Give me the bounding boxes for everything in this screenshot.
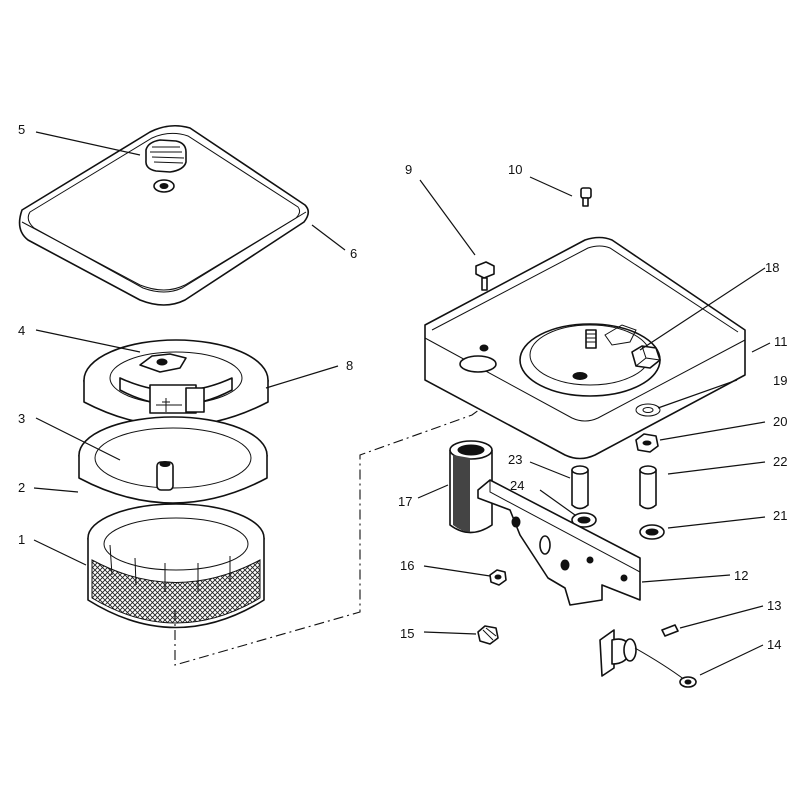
- callout-6: 6: [350, 246, 357, 261]
- part-hose-23: [571, 465, 589, 510]
- part-nut-15: [477, 625, 499, 645]
- part-tube: [449, 440, 493, 534]
- callout-22: 22: [773, 454, 787, 469]
- part-nut-16: [489, 569, 507, 586]
- callout-8: 8: [346, 358, 353, 373]
- callout-16: 16: [400, 558, 414, 573]
- callout-14: 14: [767, 637, 781, 652]
- callout-5: 5: [18, 122, 25, 137]
- callout-labels: 5 6 4 8 3 2 1 9 10 18 11 19 20 22 21 23 …: [18, 122, 788, 652]
- part-capnut: [585, 329, 661, 369]
- callout-9: 9: [405, 162, 412, 177]
- callout-3: 3: [18, 411, 25, 426]
- part-precleaner: [83, 339, 269, 427]
- callout-11: 11: [774, 334, 788, 349]
- part-nut: [156, 461, 174, 491]
- part-cover: [18, 124, 310, 306]
- callout-23: 23: [508, 452, 522, 467]
- callout-10: 10: [508, 162, 522, 177]
- callout-12: 12: [734, 568, 748, 583]
- callout-17: 17: [398, 494, 412, 509]
- callout-2: 2: [18, 480, 25, 495]
- part-clamp-21: [639, 524, 665, 540]
- callout-1: 1: [18, 532, 25, 547]
- callout-13: 13: [767, 598, 781, 613]
- callout-21: 21: [773, 508, 787, 523]
- part-washer: [635, 403, 661, 417]
- callout-19: 19: [773, 373, 787, 388]
- part-screw-9: [475, 261, 495, 291]
- part-screw-10: [580, 187, 592, 207]
- leader-lines: [33, 131, 771, 676]
- callout-15: 15: [400, 626, 414, 641]
- callout-24: 24: [510, 478, 524, 493]
- part-clamp-24: [571, 512, 597, 528]
- part-filter: [87, 503, 265, 629]
- part-indicator: [599, 624, 697, 688]
- callout-18: 18: [765, 260, 779, 275]
- callout-4: 4: [18, 323, 25, 338]
- part-base: [424, 236, 746, 460]
- part-hose-22: [639, 465, 657, 510]
- part-wingnut: [139, 353, 187, 373]
- part-bracket: [477, 479, 641, 606]
- callout-20: 20: [773, 414, 787, 429]
- part-outer-element: [78, 416, 268, 504]
- part-hexnut-20: [635, 433, 659, 453]
- part-knob: [145, 139, 187, 193]
